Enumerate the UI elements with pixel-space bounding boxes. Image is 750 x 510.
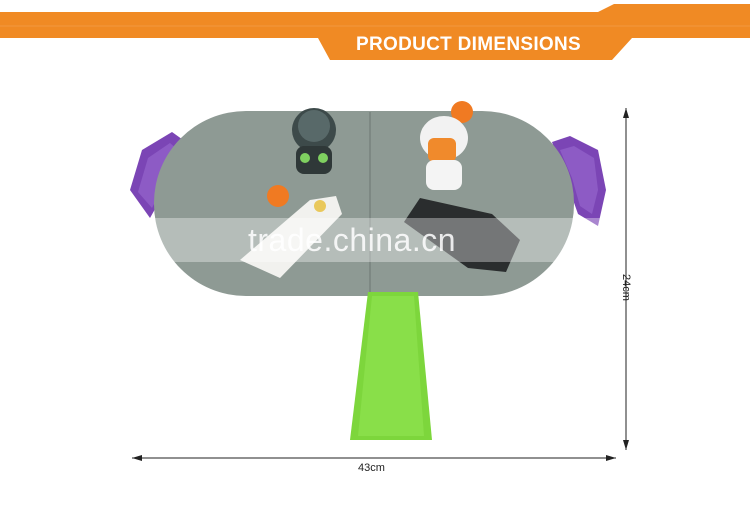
ball-left [267,185,289,207]
height-label: 24cm [620,274,632,301]
banner-title: PRODUCT DIMENSIONS [356,34,581,55]
robot-right [420,116,468,190]
ball-right [451,101,473,123]
header-banner: PRODUCT DIMENSIONS [0,0,750,60]
banner-shape [0,4,750,60]
game-board [154,111,574,296]
watermark-text: trade.china.cn [248,222,457,258]
width-label: 43cm [358,462,385,474]
right-goal [552,136,606,226]
width-arrow [132,455,616,461]
height-arrow [623,108,629,450]
watermark-strip [130,218,620,262]
robot-left [292,108,336,174]
black-controller [404,198,520,272]
white-controller [240,196,342,278]
